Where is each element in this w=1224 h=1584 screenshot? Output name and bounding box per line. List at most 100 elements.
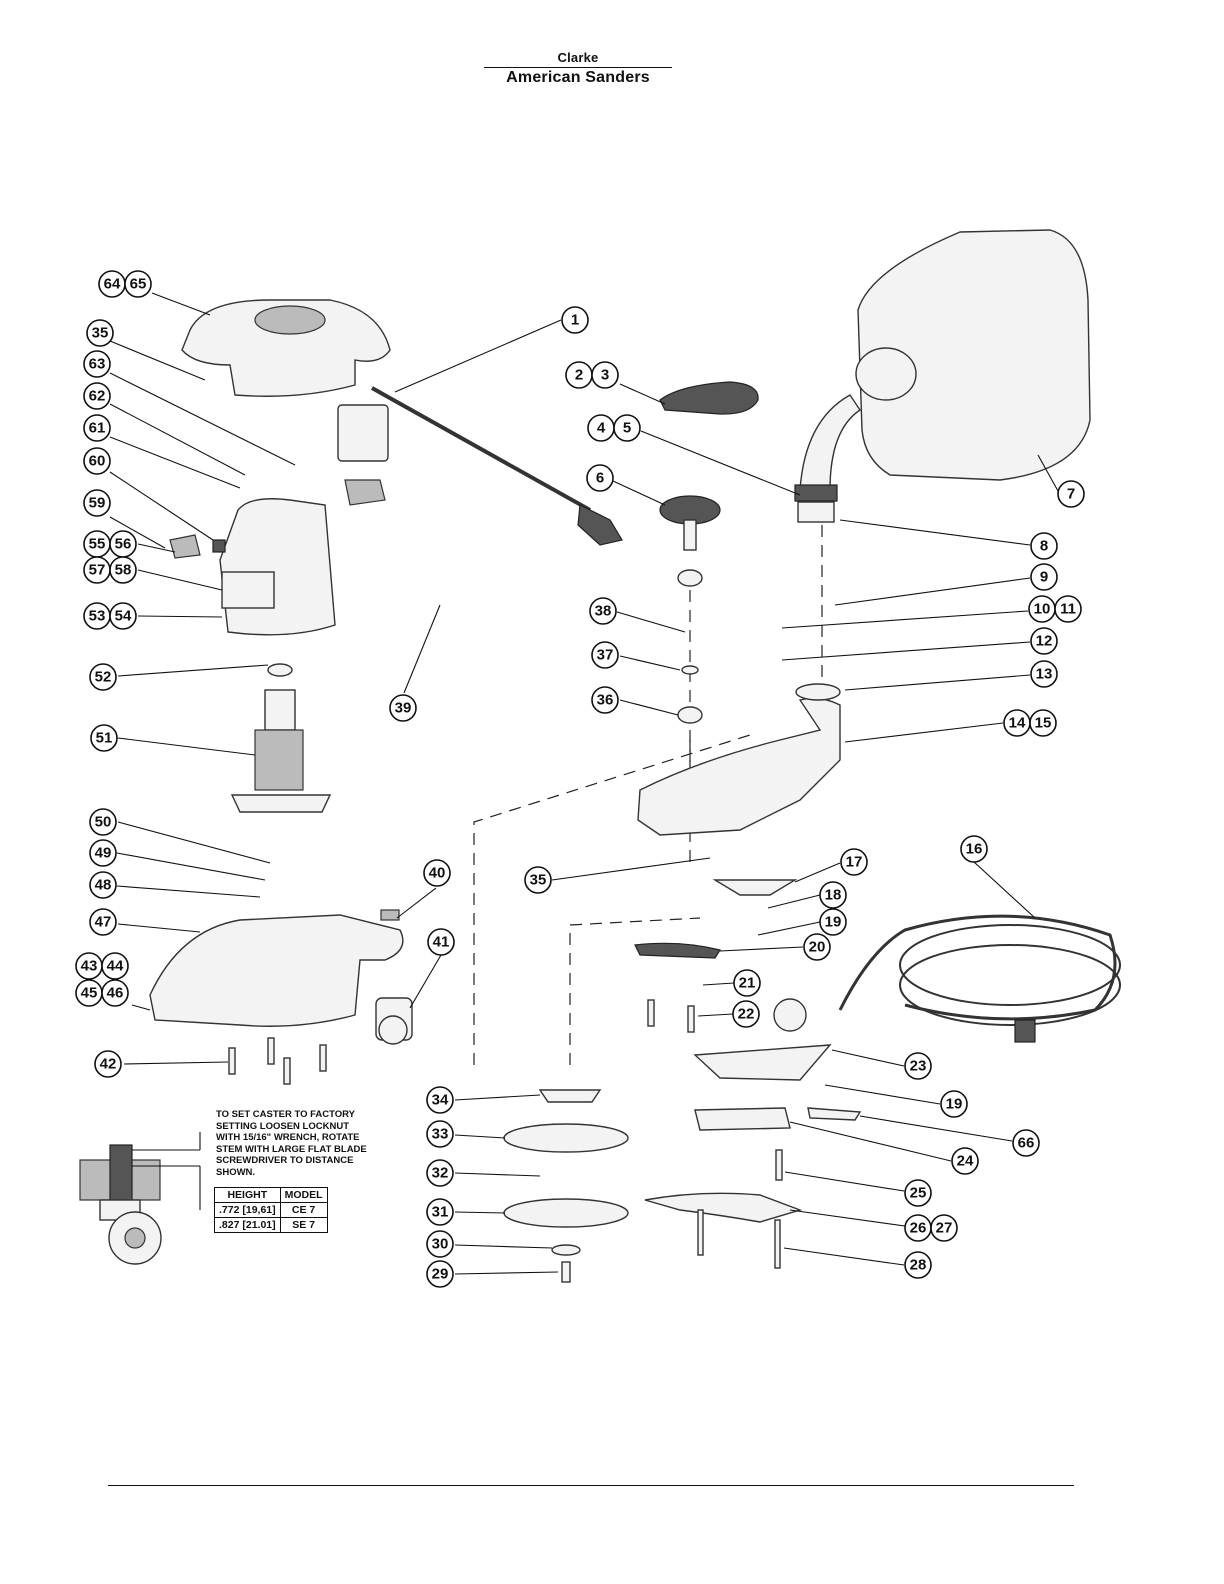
svg-text:46: 46 <box>107 985 124 1002</box>
callout-35: 35 <box>86 319 114 347</box>
callout-39: 39 <box>389 694 417 722</box>
svg-text:35: 35 <box>530 872 547 889</box>
callout-50: 50 <box>89 808 117 836</box>
brand-name-american-sanders: American Sanders <box>506 69 650 86</box>
svg-text:53: 53 <box>89 608 106 625</box>
svg-text:52: 52 <box>95 669 112 686</box>
callout-38: 38 <box>589 597 617 625</box>
svg-text:63: 63 <box>89 356 106 373</box>
callout-42: 42 <box>94 1050 122 1078</box>
callout-46: 46 <box>101 979 129 1007</box>
callout-7: 7 <box>1057 480 1085 508</box>
note-line: WITH 15/16" WRENCH, ROTATE <box>216 1132 360 1143</box>
svg-text:58: 58 <box>115 562 132 579</box>
callout-10: 10 <box>1028 595 1056 623</box>
callout-leaders <box>109 292 1059 1275</box>
svg-text:61: 61 <box>89 420 106 437</box>
svg-text:54: 54 <box>115 608 132 625</box>
callout-26: 26 <box>904 1214 932 1242</box>
svg-text:2: 2 <box>575 367 583 384</box>
caster-detail <box>79 1144 162 1265</box>
svg-text:7: 7 <box>1067 486 1075 503</box>
svg-text:37: 37 <box>597 647 614 664</box>
table-header-row: HEIGHT MODEL <box>214 1187 328 1203</box>
callout-19b: 19 <box>940 1090 968 1118</box>
table-header-height: HEIGHT <box>214 1187 281 1203</box>
callout-56: 56 <box>109 530 137 558</box>
callout-64: 64 <box>98 270 126 298</box>
callout-54: 54 <box>109 602 137 630</box>
callout-49: 49 <box>89 839 117 867</box>
footer-divider <box>108 1485 1074 1486</box>
callout-58: 58 <box>109 556 137 584</box>
callout-48: 48 <box>89 871 117 899</box>
callout-18: 18 <box>819 881 847 909</box>
callout-17: 17 <box>840 848 868 876</box>
svg-text:55: 55 <box>89 536 106 553</box>
callout-43: 43 <box>75 952 103 980</box>
svg-text:45: 45 <box>81 985 98 1002</box>
callout-20: 20 <box>803 933 831 961</box>
svg-text:14: 14 <box>1009 715 1026 732</box>
callout-9: 9 <box>1030 563 1058 591</box>
callout-55: 55 <box>83 530 111 558</box>
svg-text:41: 41 <box>433 934 450 951</box>
svg-text:15: 15 <box>1035 715 1052 732</box>
callout-53: 53 <box>83 602 111 630</box>
callout-33: 33 <box>426 1120 454 1148</box>
callout-2: 2 <box>565 361 593 389</box>
callout-40: 40 <box>423 859 451 887</box>
caster-height-table: HEIGHT MODEL .772 [19,61] CE 7 .827 [21.… <box>214 1187 328 1233</box>
svg-text:50: 50 <box>95 814 112 831</box>
svg-text:31: 31 <box>432 1204 449 1221</box>
callout-59: 59 <box>83 489 111 517</box>
svg-text:64: 64 <box>104 276 121 293</box>
callout-36: 36 <box>591 686 619 714</box>
callout-11: 11 <box>1054 595 1082 623</box>
svg-text:42: 42 <box>100 1056 117 1073</box>
assembly-dashed-lines <box>473 525 823 1065</box>
svg-text:22: 22 <box>738 1006 755 1023</box>
svg-text:1: 1 <box>571 312 579 329</box>
callout-47: 47 <box>89 908 117 936</box>
brand-logo: Clarke American Sanders <box>470 50 686 87</box>
callout-16: 16 <box>960 835 988 863</box>
callout-52: 52 <box>89 663 117 691</box>
svg-text:39: 39 <box>395 700 412 717</box>
drive-housing <box>637 683 841 836</box>
motor-housing <box>169 479 386 636</box>
svg-text:3: 3 <box>601 367 609 384</box>
svg-text:4: 4 <box>597 420 606 437</box>
svg-text:49: 49 <box>95 845 112 862</box>
callout-6: 6 <box>586 464 614 492</box>
svg-text:26: 26 <box>910 1220 927 1237</box>
callout-28: 28 <box>904 1251 932 1279</box>
callout-63: 63 <box>83 350 111 378</box>
svg-text:44: 44 <box>107 958 124 975</box>
callout-35b: 35 <box>524 866 552 894</box>
table-cell: SE 7 <box>279 1217 328 1233</box>
callout-25: 25 <box>904 1179 932 1207</box>
svg-text:29: 29 <box>432 1266 449 1283</box>
svg-text:17: 17 <box>846 854 863 871</box>
callout-22: 22 <box>732 1000 760 1028</box>
table-cell: .772 [19,61] <box>214 1202 281 1218</box>
callout-15: 15 <box>1029 709 1057 737</box>
table-cell: CE 7 <box>279 1202 328 1218</box>
callout-41: 41 <box>427 928 455 956</box>
caster-dimension-arrows <box>132 1132 201 1210</box>
callout-8: 8 <box>1030 532 1058 560</box>
svg-text:23: 23 <box>910 1058 927 1075</box>
callout-3: 3 <box>591 361 619 389</box>
svg-text:9: 9 <box>1040 569 1048 586</box>
svg-text:56: 56 <box>115 536 132 553</box>
svg-text:40: 40 <box>429 865 446 882</box>
table-header-model: MODEL <box>279 1187 328 1203</box>
svg-text:18: 18 <box>825 887 842 904</box>
svg-text:11: 11 <box>1060 601 1076 618</box>
svg-text:33: 33 <box>432 1126 449 1143</box>
callout-27: 27 <box>930 1214 958 1242</box>
svg-text:65: 65 <box>130 276 147 293</box>
callout-21: 21 <box>733 969 761 997</box>
